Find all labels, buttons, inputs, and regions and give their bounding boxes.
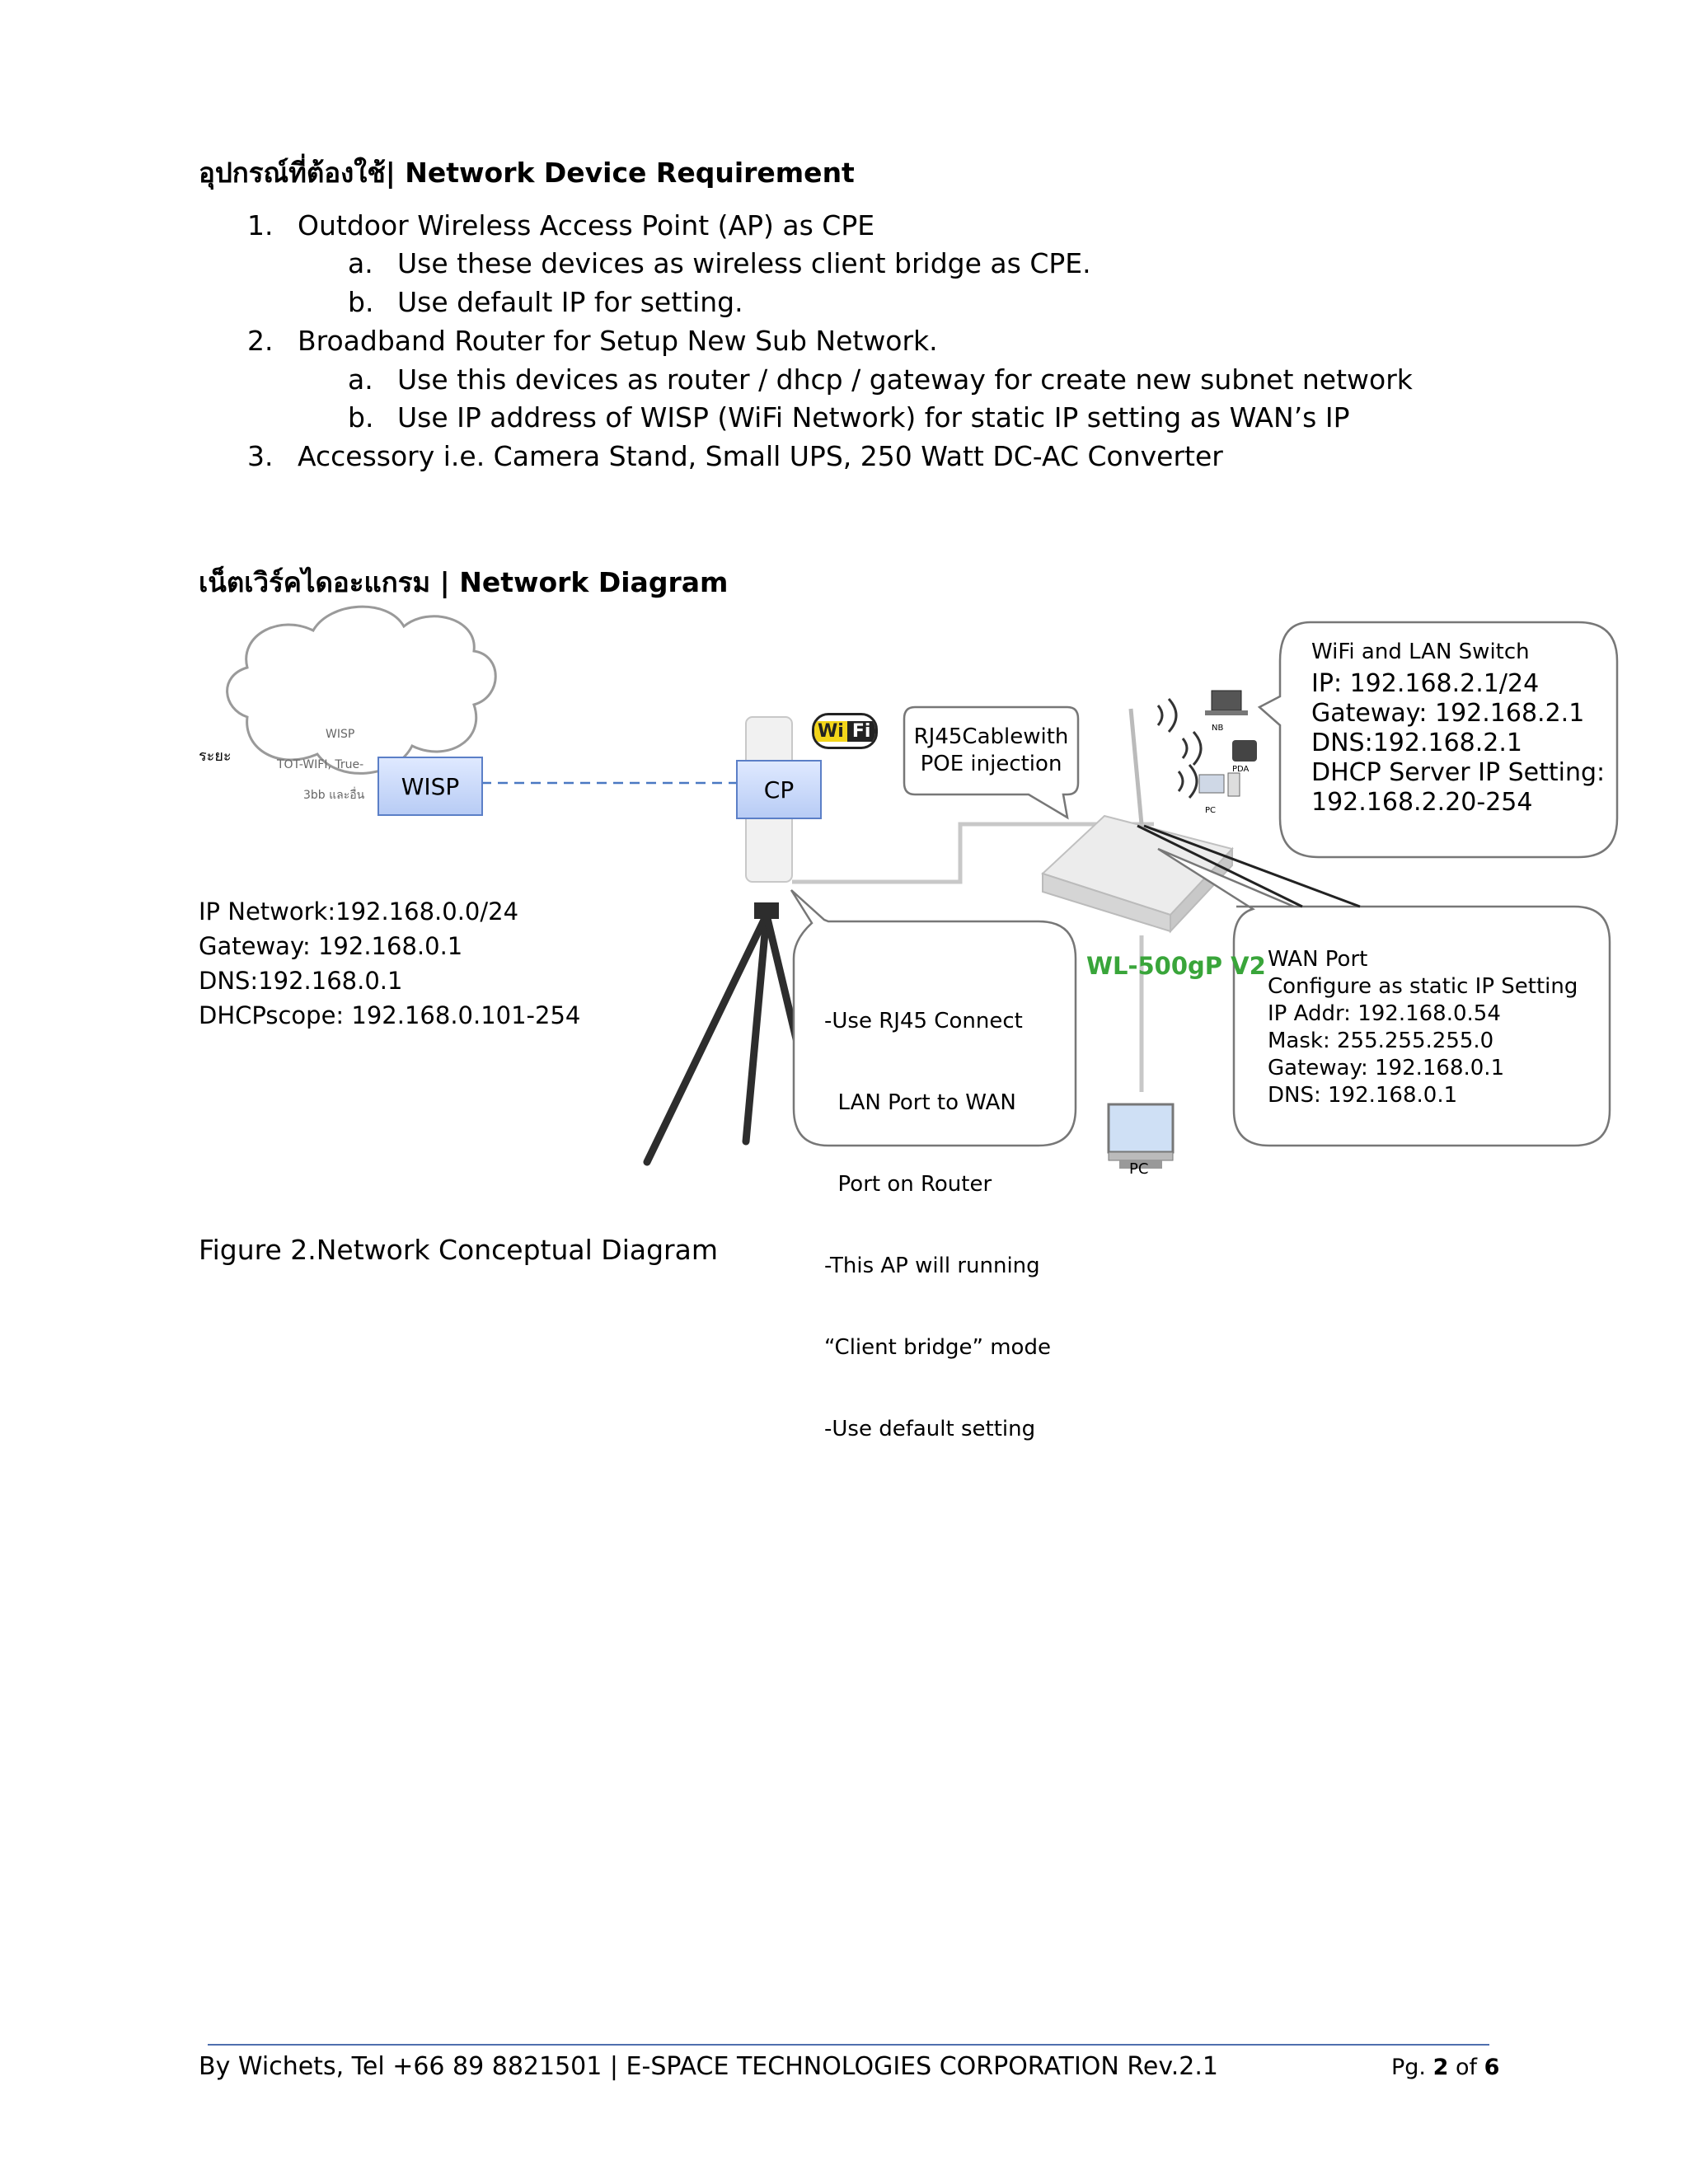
cp-box: CP — [736, 760, 822, 819]
footer-rule — [208, 2044, 1489, 2046]
wan-bubble-text: WAN Port Configure as static IP Setting … — [1268, 946, 1578, 1109]
cloud-label: WISP — [326, 728, 355, 741]
list-item: Broadband Router for Setup New Sub Netwo… — [298, 325, 938, 357]
switch-bubble-title: WiFi and LAN Switch — [1311, 640, 1530, 664]
cloud-label: 3bb และอื่น — [303, 789, 365, 802]
page-total: 6 — [1484, 2055, 1500, 2080]
list-item: Accessory i.e. Camera Stand, Small UPS, … — [298, 440, 1223, 472]
bubble-line: -Use RJ45 Connect — [824, 1009, 1023, 1033]
bubble-line: Gateway: 192.168.2.1 — [1311, 699, 1585, 728]
client-label: PC — [1205, 806, 1217, 815]
sublist-item: Use this devices as router / dhcp / gate… — [397, 363, 1413, 396]
bubble-line: “Client bridge” mode — [824, 1335, 1051, 1360]
cable-line — [792, 822, 1154, 884]
client-pc-icon — [1198, 774, 1225, 794]
bubble-line: POE injection — [920, 752, 1062, 776]
bubble-line: DNS:192.168.2.1 — [1311, 729, 1522, 757]
page-of: of — [1448, 2055, 1484, 2080]
rj45-bubble-text: RJ45Cablewith POE injection — [904, 724, 1078, 778]
bubble-line: Configure as static IP Setting — [1268, 974, 1578, 999]
sublist-item: Use IP address of WISP (WiFi Network) fo… — [397, 401, 1350, 434]
list-number: 3. — [247, 440, 274, 472]
wifi-logo-part: Wi — [814, 720, 847, 742]
bubble-line: -This AP will running — [824, 1254, 1040, 1278]
pc-label: PC — [1129, 1160, 1149, 1178]
bubble-line: RJ45Cablewith — [913, 724, 1069, 749]
pc-icon — [1107, 1103, 1175, 1169]
client-label: NB — [1212, 724, 1224, 733]
cp-bubble — [790, 889, 1077, 1147]
sublist-item: Use default IP for setting. — [397, 286, 743, 318]
tripod-icon — [643, 911, 816, 1166]
cloud-side-label: ระยะ — [199, 748, 232, 765]
sublist-letter: a. — [348, 363, 373, 396]
wifi-waves-icon — [1156, 697, 1203, 799]
page-prefix: Pg. — [1391, 2055, 1433, 2080]
page-number: Pg. 2 of 6 — [1391, 2055, 1499, 2080]
wifi-logo-part: Fi — [846, 720, 876, 742]
wisp-box: WISP — [377, 757, 483, 816]
wifi-logo-icon: Wi Fi — [812, 713, 879, 749]
wisp-info: IP Network:192.168.0.0/24 Gateway: 192.1… — [199, 894, 580, 1033]
wisp-info-line: DHCPscope: 192.168.0.101-254 — [199, 1001, 581, 1029]
sublist-letter: b. — [348, 401, 374, 434]
cloud-shape — [226, 605, 497, 775]
bubble-line: DNS: 192.168.0.1 — [1268, 1083, 1458, 1108]
bubble-line: Mask: 255.255.255.0 — [1268, 1029, 1494, 1053]
section-heading-diagram: เน็ตเวิร์คไดอะแกรม | Network Diagram — [199, 566, 729, 598]
bubble-line: 192.168.2.20-254 — [1311, 788, 1533, 817]
rj45-bubble — [903, 705, 1080, 820]
laptop-icon — [1211, 690, 1242, 711]
wan-bubble — [1157, 847, 1611, 1147]
footer-text: By Wichets, Tel +66 89 8821501 | E-SPACE… — [199, 2052, 1219, 2081]
bubble-line: IP Addr: 192.168.0.54 — [1268, 1001, 1501, 1026]
list-number: 1. — [247, 209, 274, 241]
figure-caption: Figure 2.Network Conceptual Diagram — [199, 1234, 718, 1266]
cp-bubble-text: -Use RJ45 Connect LAN Port to WAN Port o… — [824, 954, 1051, 1470]
switch-bubble — [1257, 621, 1619, 859]
list-item: Outdoor Wireless Access Point (AP) as CP… — [298, 209, 875, 241]
wisp-info-line: DNS:192.168.0.1 — [199, 967, 403, 995]
bubble-line: WAN Port — [1268, 947, 1368, 972]
bubble-line: IP: 192.168.2.1/24 — [1311, 669, 1540, 698]
bubble-line: Gateway: 192.168.0.1 — [1268, 1056, 1505, 1080]
switch-bubble-text: IP: 192.168.2.1/24 Gateway: 192.168.2.1 … — [1311, 669, 1605, 818]
sublist-item: Use these devices as wireless client bri… — [397, 247, 1091, 279]
router-model-label: WL-500gP V2 — [1086, 952, 1266, 980]
bubble-line: -Use default setting — [824, 1417, 1036, 1441]
client-label: PDA — [1232, 765, 1250, 774]
page-current: 2 — [1432, 2055, 1449, 2080]
cloud-label: TOT-WIFI, True- — [277, 758, 364, 771]
bubble-line: Port on Router — [824, 1172, 992, 1197]
bubble-line: LAN Port to WAN — [824, 1090, 1016, 1115]
sublist-letter: a. — [348, 247, 373, 279]
pda-icon — [1232, 740, 1257, 762]
list-number: 2. — [247, 325, 274, 357]
bubble-line: DHCP Server IP Setting: — [1311, 758, 1606, 787]
sublist-letter: b. — [348, 286, 374, 318]
wisp-info-line: Gateway: 192.168.0.1 — [199, 932, 463, 960]
section-heading-requirements: อุปกรณ์ที่ต้องใช้| Network Device Requir… — [199, 157, 855, 189]
wisp-info-line: IP Network:192.168.0.0/24 — [199, 898, 519, 926]
